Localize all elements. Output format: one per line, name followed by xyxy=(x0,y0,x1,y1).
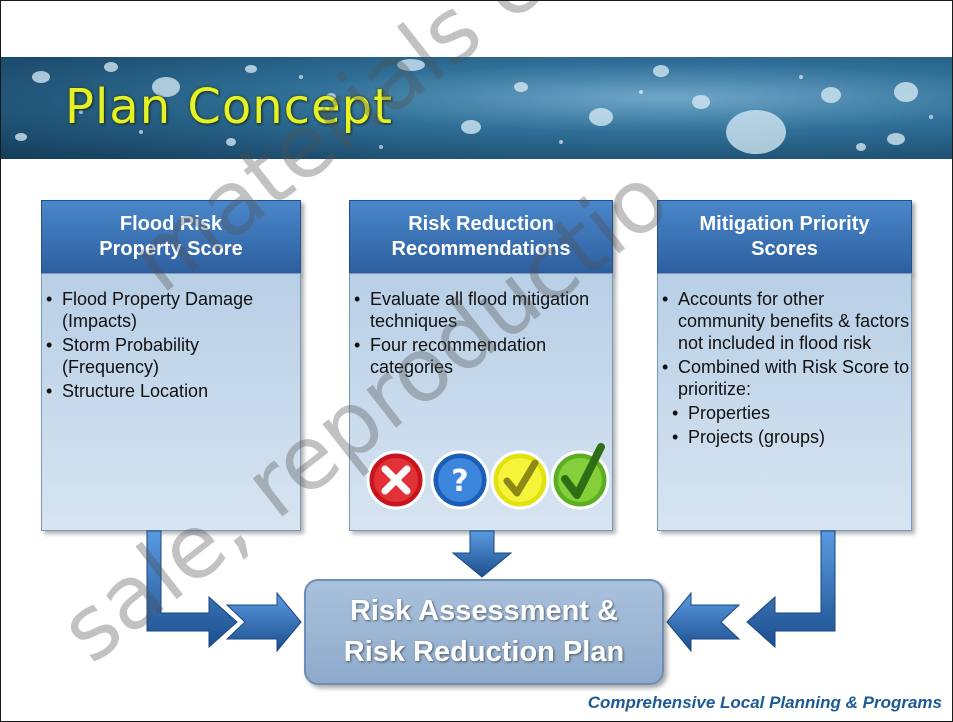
left-flow-arrow xyxy=(146,530,238,649)
red-x-icon xyxy=(366,450,426,510)
left-chevron-arrow xyxy=(225,591,302,653)
sub-bullet-item: Projects (groups) xyxy=(672,426,911,448)
result-text: Risk Assessment & Risk Reduction Plan xyxy=(343,595,625,668)
bullet-item: Storm Probability (Frequency) xyxy=(46,334,300,378)
bullet-item: Flood Property Damage (Impacts) xyxy=(46,288,300,332)
result-box: Risk Assessment & Risk Reduction Plan xyxy=(304,579,664,685)
bullet-item: Four recommendation categories xyxy=(354,334,612,378)
water-droplets-background xyxy=(15,59,933,154)
right-chevron-arrow xyxy=(666,591,741,653)
bullet-item: Accounts for other community benefits & … xyxy=(662,288,911,354)
right-flow-arrow xyxy=(746,530,836,649)
column-heading-text: Mitigation Priority Scores xyxy=(699,213,870,260)
column-heading-mitigation: Mitigation Priority Scores xyxy=(657,200,912,274)
footer-text: Comprehensive Local Planning & Programs xyxy=(587,693,942,712)
sub-bullet-item: Properties xyxy=(672,402,911,424)
yellow-check-icon xyxy=(490,450,550,510)
column-heading-flood-risk: Flood Risk Property Score xyxy=(41,200,301,274)
column-heading-text: Flood Risk Property Score xyxy=(99,213,243,260)
column-body-flood-risk: Flood Property Damage (Impacts) Storm Pr… xyxy=(41,273,301,531)
bullet-item: Structure Location xyxy=(46,380,300,402)
bullet-item: Combined with Risk Score to prioritize: xyxy=(662,356,911,400)
title-banner xyxy=(1,57,952,159)
svg-text:?: ? xyxy=(451,464,468,499)
bullet-item: Evaluate all flood mitigation techniques xyxy=(354,288,612,332)
slide-title: Plan Concept xyxy=(65,79,393,135)
blue-question-icon: ? xyxy=(430,450,490,510)
column-body-mitigation: Accounts for other community benefits & … xyxy=(657,273,912,531)
center-down-arrow xyxy=(451,530,513,578)
column-heading-text: Risk Reduction Recommendations xyxy=(391,213,571,260)
green-check-icon xyxy=(550,443,610,510)
